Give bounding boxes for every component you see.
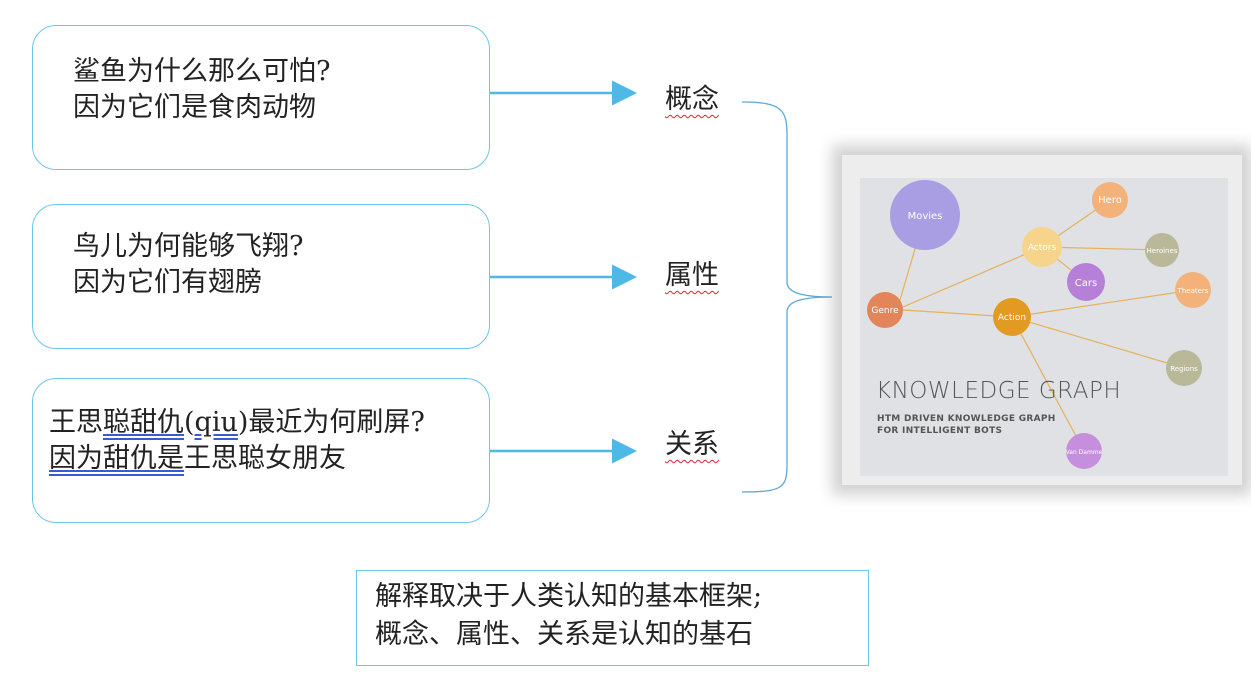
question-text: 王思聪甜仇(qiu)最近为何刷屏?: [49, 407, 425, 439]
attribute-label: 属性: [665, 260, 719, 291]
summary-line-1: 解释取决于人类认知的基本框架;: [375, 581, 763, 612]
summary-line-2: 概念、属性、关系是认知的基石: [375, 619, 753, 650]
node-van-damme: Van Damme: [1066, 433, 1103, 469]
svg-text:Action: Action: [998, 313, 1026, 323]
question-text-part: 王思: [49, 407, 103, 438]
question-text-part: (: [184, 407, 195, 438]
answer-text: 因为它们有翅膀: [73, 267, 262, 298]
node-hero: Hero: [1092, 182, 1128, 218]
question-text-part: )最近为何刷屏?: [237, 407, 425, 438]
node-genre: Genre: [867, 292, 903, 328]
node-actors: Actors: [1022, 227, 1062, 267]
question-text: 鲨鱼为什么那么可怕?: [73, 56, 331, 87]
question-text: 鸟儿为何能够飞翔?: [73, 231, 304, 262]
svg-text:Theaters: Theaters: [1177, 287, 1209, 295]
svg-text:Genre: Genre: [871, 306, 899, 316]
underlined-name: 聪甜仇: [103, 407, 184, 438]
knowledge-graph-title: KNOWLEDGE GRAPH: [876, 378, 1122, 404]
node-movies: Movies: [890, 180, 960, 250]
node-heroines: Heroines: [1145, 233, 1179, 267]
svg-text:Actors: Actors: [1028, 243, 1057, 253]
node-regions: Regions: [1166, 350, 1202, 386]
node-action: Action: [993, 298, 1031, 336]
svg-text:Heroines: Heroines: [1147, 247, 1178, 255]
underlined-answer: 因为甜仇是: [49, 443, 184, 474]
answer-text-part: 王思聪女朋友: [184, 443, 346, 474]
svg-text:Van Damme: Van Damme: [1066, 449, 1103, 456]
node-cars: Cars: [1067, 263, 1105, 301]
concept-label: 概念: [665, 84, 719, 115]
svg-text:Regions: Regions: [1170, 365, 1198, 373]
knowledge-graph-subtitle: HTM DRIVEN KNOWLEDGE GRAPH FOR INTELLIGE…: [877, 414, 1056, 436]
right-brace: [741, 101, 833, 493]
question-box-3: 王思聪甜仇(qiu)最近为何刷屏? 因为甜仇是王思聪女朋友: [32, 378, 490, 523]
answer-text: 因为它们是食肉动物: [73, 92, 316, 123]
summary-box: 解释取决于人类认知的基本框架; 概念、属性、关系是认知的基石: [356, 570, 869, 666]
node-theaters: Theaters: [1175, 272, 1211, 308]
answer-text: 因为甜仇是王思聪女朋友: [49, 443, 346, 475]
pinyin: qiu: [194, 407, 238, 438]
relation-label: 关系: [665, 429, 719, 460]
svg-text:Cars: Cars: [1075, 278, 1097, 289]
question-box-1: 鲨鱼为什么那么可怕? 因为它们是食肉动物: [32, 25, 490, 170]
svg-text:Hero: Hero: [1098, 195, 1122, 206]
svg-text:Movies: Movies: [908, 211, 943, 222]
question-box-2: 鸟儿为何能够飞翔? 因为它们有翅膀: [32, 204, 490, 349]
